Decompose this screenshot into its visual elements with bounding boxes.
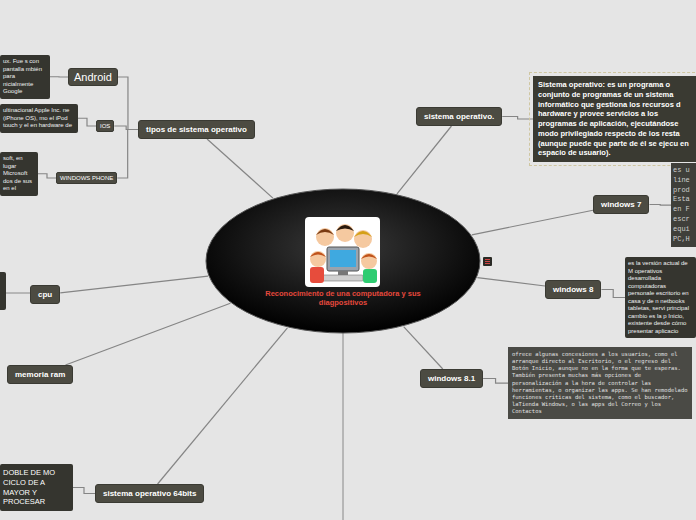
- node-text: cpu: [38, 290, 52, 299]
- branch-line: [6, 293, 30, 294]
- node-text: Sistema operativo: es un programa o conj…: [538, 80, 691, 158]
- connector: [649, 204, 671, 206]
- note-box: ultinacional Apple Inc. ne (iPhone OS), …: [0, 104, 78, 133]
- branch-line: [343, 330, 344, 520]
- note-box: soft, en lugar Microsoft dos de sus en e…: [0, 152, 38, 196]
- note-box: DOBLE DE MO CICLO DE A MAYOR Y PROCESAR: [0, 464, 73, 511]
- connector: [73, 488, 95, 494]
- topic-box: WINDOWS PHONE: [56, 172, 117, 184]
- connector: [65, 303, 230, 365]
- connector: [118, 77, 138, 130]
- node-text: tipos de sistema operativo: [146, 125, 247, 134]
- central-title: Reconocimiento de una computadora y sus …: [245, 289, 441, 308]
- node-text: IOS: [100, 123, 110, 129]
- kids-computer-picture: [305, 217, 380, 287]
- connector: [502, 117, 533, 120]
- branch-box: windows 8.1: [420, 369, 483, 388]
- connector: [117, 130, 138, 179]
- connector: [477, 278, 545, 286]
- note-box: es la versión actual de M operativos des…: [625, 257, 696, 338]
- node-text: soft, en lugar Microsoft dos de sus en e…: [3, 155, 35, 193]
- note-icon: [483, 257, 492, 266]
- node-text: windows 7: [601, 200, 641, 209]
- branch-box: windows 7: [593, 195, 649, 214]
- connector: [601, 290, 625, 298]
- connector: [472, 210, 593, 235]
- branch-box: sistema operativo 64bits: [95, 484, 204, 503]
- topic-box: Android: [68, 68, 118, 86]
- note-box: es u line prod Esta en F escr equi PC,H: [671, 163, 696, 247]
- node-text: ux. Fue s con pantalla mbién para nicial…: [3, 58, 47, 96]
- branch-box: cpu: [30, 285, 60, 304]
- connector: [158, 328, 288, 484]
- branch-box: tipos de sistema operativo: [138, 120, 255, 139]
- connector: [483, 379, 508, 384]
- node-text: sistema operativo.: [424, 112, 494, 121]
- branch-box: windows 8: [545, 280, 601, 299]
- branch-box: sistema operativo.: [416, 107, 502, 126]
- node-text: memoria ram: [15, 370, 65, 379]
- node-text: DOBLE DE MO CICLO DE A MAYOR Y PROCESAR: [3, 468, 70, 507]
- node-text: WINDOWS PHONE: [60, 175, 113, 181]
- node-text: ultinacional Apple Inc. ne (iPhone OS), …: [3, 107, 75, 130]
- connector: [78, 118, 96, 126]
- note-box: ofrece algunas concesiones a los usuario…: [508, 347, 692, 419]
- connector: [60, 276, 208, 293]
- connector: [207, 139, 273, 198]
- connector: [404, 327, 443, 369]
- branch-box: memoria ram: [7, 365, 73, 384]
- node-text: windows 8: [553, 285, 593, 294]
- connector: [397, 126, 452, 194]
- note-box: ux. Fue s con pantalla mbién para nicial…: [0, 55, 50, 99]
- node-text: windows 8.1: [428, 374, 475, 383]
- node-text: es la versión actual de M operativos des…: [628, 260, 693, 335]
- cut-box: [0, 272, 6, 310]
- definition-box: Sistema operativo: es un programa o conj…: [533, 76, 696, 162]
- connector: [38, 174, 56, 178]
- topic-box: IOS: [96, 120, 114, 132]
- node-text: sistema operativo 64bits: [103, 489, 196, 498]
- connector: [50, 76, 68, 77]
- node-text: es u line prod Esta en F escr equi PC,H: [673, 166, 694, 244]
- node-text: ofrece algunas concesiones a los usuario…: [512, 351, 688, 415]
- node-text: Android: [74, 71, 112, 83]
